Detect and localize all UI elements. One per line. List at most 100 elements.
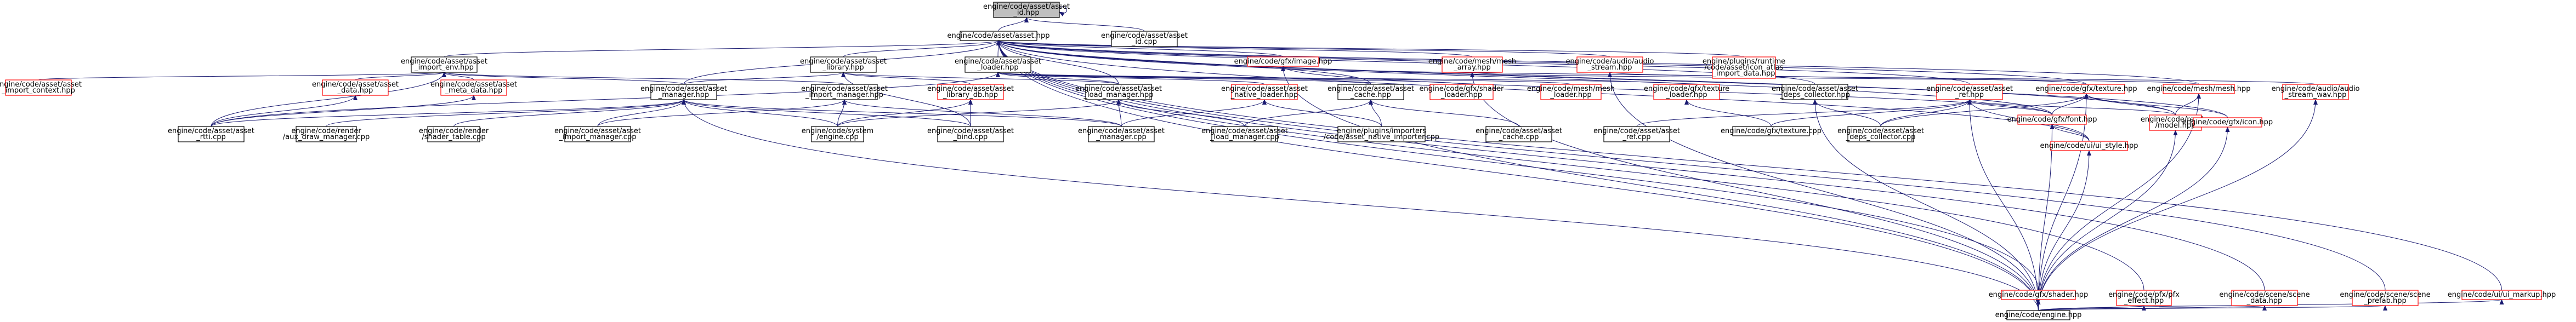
node-asset-manager[interactable]: engine/code/asset/asset_manager.hpp <box>640 84 727 100</box>
node-gfx-icon[interactable]: engine/code/gfx/icon.hpp <box>2182 117 2273 128</box>
node-box <box>1936 84 2003 100</box>
edge-library-to-asset-hpp <box>843 40 1001 58</box>
edge-engine-hpp-to-ui-style <box>2038 150 2091 311</box>
edge-rtti-cpp-to-loader <box>211 72 1000 127</box>
node-ui-style[interactable]: engine/code/ui/ui_style.hpp <box>2040 141 2138 151</box>
node-native-importer[interactable]: engine/plugins/importers/code/asset_nati… <box>1324 126 1439 142</box>
node-label-line: engine/code/asset/asset <box>801 85 888 93</box>
node-box <box>964 56 1031 73</box>
node-pfx-effect[interactable]: engine/code/pfx/pfx_effect.hpp <box>2108 290 2180 306</box>
node-meta-data[interactable]: engine/code/asset/asset_meta_data.hpp <box>430 79 517 96</box>
node-asset-cache[interactable]: engine/code/asset/asset_cache.hpp <box>1327 84 1414 100</box>
node-box <box>2193 117 2262 128</box>
node-label-line: engine/code/asset/asset <box>983 3 1070 11</box>
node-label-line: _stream.hpp <box>1587 64 1632 72</box>
node-label-line: _import_manager.cpp <box>559 133 637 141</box>
node-ref-cpp[interactable]: engine/code/asset/asset_ref.cpp <box>1593 126 1680 142</box>
edge-system-engine-to-load-manager <box>837 99 1121 127</box>
node-native-loader[interactable]: engine/code/asset/asset_native_loader.hp… <box>1221 84 1308 100</box>
edge-gfx-texture-to-asset-hpp <box>996 40 2087 85</box>
node-label-line: _cache.cpp <box>1499 133 1539 141</box>
node-deps-collector[interactable]: engine/code/asset/asset_deps_collector.h… <box>1772 84 1858 100</box>
node-label-line: _bind.cpp <box>953 133 988 141</box>
node-library-db[interactable]: engine/code/asset/asset_library_db.hpp <box>927 84 1014 100</box>
node-engine-hpp[interactable]: engine/code/engine.hpp <box>1995 310 2082 320</box>
node-label-line: engine/code/asset/asset <box>1772 85 1858 93</box>
node-texture-loader[interactable]: engine/code/gfx/texture_loader.hpp <box>1644 84 1729 100</box>
node-scene-prefab[interactable]: engine/code/scene/scene_prefab.hpp <box>2340 290 2431 306</box>
node-audio-stream[interactable]: engine/code/audio/audio_stream.hpp <box>1566 56 1654 73</box>
edge-engine-hpp-to-asset-ref <box>1967 99 2039 311</box>
node-asset-hpp[interactable]: engine/code/asset/asset.hpp <box>947 31 1050 41</box>
node-label-line: _ref.hpp <box>1955 91 1984 99</box>
node-scene-data[interactable]: engine/code/scene/scene_data.hpp <box>2219 290 2310 306</box>
node-draw-manager[interactable]: engine/code/render/aux_draw_manager.cpp <box>283 126 370 142</box>
node-asset-ref[interactable]: engine/code/asset/asset_ref.hpp <box>1926 84 2013 100</box>
edge-mesh-array-to-asset-hpp <box>996 40 1473 58</box>
node-label-line: engine/plugins/runtime <box>1703 58 1785 66</box>
node-label-line: _prefab.hpp <box>2363 297 2406 305</box>
node-label-line: _loader.hpp <box>1440 91 1482 99</box>
edge-load-manager-cpp-to-asset-cache <box>1244 99 1373 127</box>
edge-native-loader-to-loader <box>996 72 1265 85</box>
node-asset-id-cpp[interactable]: engine/code/asset/asset_id.cpp <box>1101 31 1188 47</box>
node-label-line: engine/code/asset/asset <box>927 127 1014 135</box>
edge-rtti-cpp-to-import-env <box>211 72 446 127</box>
node-asset-data[interactable]: engine/code/asset/asset_data.hpp <box>312 79 399 96</box>
edge-atlas-import-to-asset-hpp <box>996 40 1744 58</box>
node-label-line: engine/code/audio/audio <box>1566 58 1654 66</box>
node-label-line: engine/code/asset/asset <box>401 58 487 66</box>
node-asset-manager-cpp[interactable]: engine/code/asset/asset_manager.cpp <box>1078 126 1165 142</box>
node-cache-cpp[interactable]: engine/code/asset/asset_cache.cpp <box>1476 126 1562 142</box>
node-box <box>811 84 878 100</box>
node-box <box>1085 84 1152 100</box>
node-shader-loader[interactable]: engine/code/gfx/shader_loader.hpp <box>1420 84 1505 100</box>
node-import-env[interactable]: engine/code/asset/asset_import_env.hpp <box>401 56 487 73</box>
edge-deps-collector-to-asset-hpp <box>996 40 1815 85</box>
node-deps-collector-cpp[interactable]: engine/code/asset/asset_deps_collector.c… <box>1837 126 1924 142</box>
node-library[interactable]: engine/code/asset/asset_library.hpp <box>800 56 887 73</box>
node-label-line: engine/code/asset/asset <box>1327 85 1414 93</box>
node-mesh-array[interactable]: engine/code/mesh/mesh_array.hpp <box>1428 56 1516 73</box>
node-box <box>1429 84 1494 100</box>
node-asset-id[interactable]: engine/code/asset/asset_id.hpp <box>983 2 1070 18</box>
node-label-line: engine/code/asset/asset <box>800 58 887 66</box>
edge-import-manager-cpp-to-import-manager <box>597 99 847 127</box>
node-gfx-font[interactable]: engine/code/gfx/font.hpp <box>2007 114 2097 125</box>
node-audio-stream-wav[interactable]: engine/code/audio/audio_stream_wav.hpp <box>2272 84 2360 100</box>
node-texture-cpp[interactable]: engine/code/gfx/texture.cpp <box>1721 126 1822 136</box>
node-mesh-loader[interactable]: engine/code/mesh/mesh_loader.hpp <box>1527 84 1615 100</box>
node-import-manager[interactable]: engine/code/asset/asset_import_manager.h… <box>801 84 888 100</box>
node-label-line: engine/code/ui/ui_markup.hpp <box>2448 291 2556 299</box>
node-rtti-cpp[interactable]: engine/code/asset/asset_rtti.cpp <box>168 126 254 142</box>
node-gfx-image[interactable]: engine/code/gfx/image.hpp <box>1234 56 1332 67</box>
nodes-layer: engine/code/asset/asset_id.hppengine/cod… <box>0 2 2556 320</box>
node-atlas-import[interactable]: engine/plugins/runtime/code/asset/icon_a… <box>1703 56 1785 79</box>
node-gfx-shader[interactable]: engine/code/gfx/shader.hpp <box>1989 290 2089 300</box>
node-load-manager[interactable]: engine/code/asset/asset_load_manager.hpp <box>1075 84 1162 100</box>
node-import-manager-cpp[interactable]: engine/code/asset/asset_import_manager.c… <box>554 126 641 142</box>
edge-mesh-hpp-to-mesh-array <box>1471 72 2199 85</box>
node-shader-table[interactable]: engine/code/render/shader_table.cpp <box>419 126 489 142</box>
edge-load-manager-to-loader <box>996 72 1119 85</box>
node-ui-markup[interactable]: engine/code/ui/ui_markup.hpp <box>2448 290 2556 300</box>
node-gfx-texture[interactable]: engine/code/gfx/texture.hpp <box>2035 84 2137 94</box>
edge-asset-data-to-import-env <box>355 72 446 81</box>
edge-import-env-to-asset-hpp <box>444 40 1001 58</box>
node-mesh-hpp[interactable]: engine/code/mesh/mesh.hpp <box>2147 84 2251 94</box>
node-load-manager-cpp[interactable]: engine/code/asset/asset_load_manager.cpp <box>1201 126 1288 142</box>
node-loader[interactable]: engine/code/asset/asset_loader.hpp <box>955 56 1041 73</box>
node-label-line: engine/code/scene/scene <box>2340 291 2430 299</box>
edge-native-importer-to-native-loader <box>1262 99 1382 127</box>
node-label-line: engine/code/asset/asset <box>554 127 641 135</box>
node-import-context[interactable]: engine/code/asset/asset_import_context.h… <box>0 79 82 96</box>
edge-gfx-icon-to-gfx-texture <box>2084 93 2228 118</box>
node-label-line: engine/code/asset/asset <box>1476 127 1562 135</box>
edge-native-importer-to-asset-cache <box>1369 99 1382 127</box>
node-system-engine[interactable]: engine/code/system/engine.cpp <box>802 126 873 142</box>
node-bind-cpp[interactable]: engine/code/asset/asset_bind.cpp <box>927 126 1014 142</box>
edge-system-engine-to-library-db <box>837 99 973 127</box>
node-box <box>2282 84 2349 100</box>
edge-load-manager-cpp-to-load-manager <box>1116 99 1245 127</box>
